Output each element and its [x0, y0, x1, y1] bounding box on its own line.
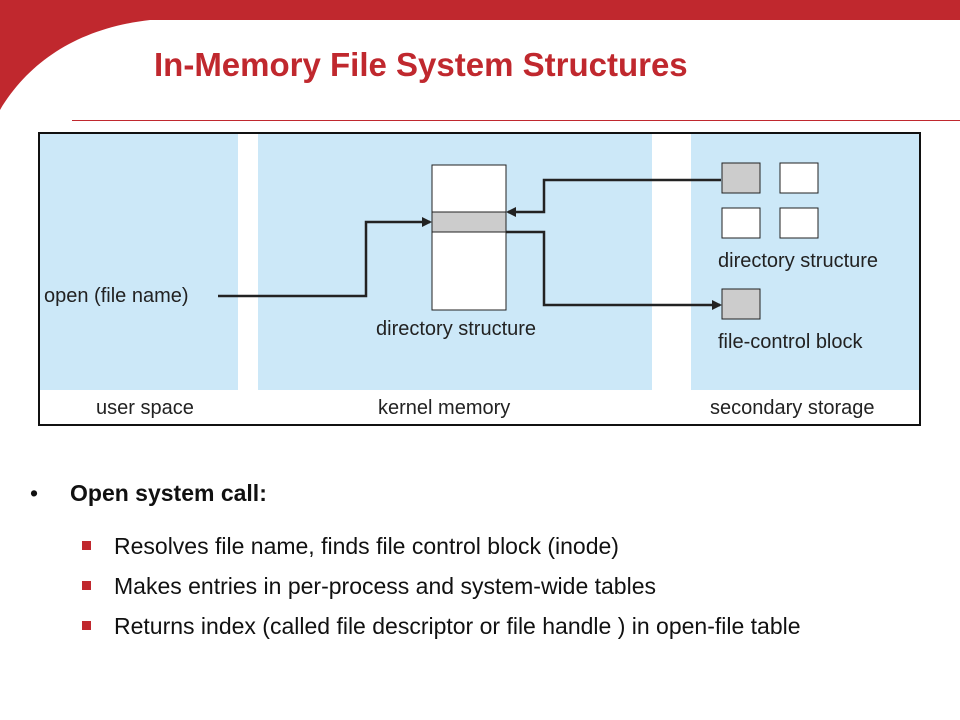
open-call-label: open (file name)	[44, 285, 189, 307]
sub-bullet-text: Makes entries in per-process and system-…	[114, 573, 657, 599]
region-label-user-space: user space	[96, 397, 194, 419]
kernel-directory-structure	[431, 164, 507, 311]
file-system-diagram: open (file name) directory structure dir…	[38, 132, 921, 426]
disk-directory-label: directory structure	[718, 250, 878, 272]
disk-directory-block	[779, 207, 819, 239]
disk-directory-block	[779, 162, 819, 194]
disk-directory-block	[721, 207, 761, 239]
disk-to-memory-arrow	[506, 178, 721, 217]
bullet-dot-icon: •	[30, 480, 39, 506]
region-label-secondary-storage: secondary storage	[710, 397, 875, 419]
sub-bullet-text: Resolves file name, finds file control b…	[114, 533, 619, 559]
open-call-arrow	[218, 217, 432, 298]
kernel-directory-label: directory structure	[376, 318, 536, 340]
disk-directory-block	[721, 162, 761, 194]
file-control-block	[721, 288, 761, 320]
main-bullet-text: Open system call:	[70, 480, 267, 506]
region-label-kernel-memory: kernel memory	[378, 397, 510, 419]
title-divider	[72, 120, 960, 121]
square-bullet-icon	[82, 581, 91, 590]
directory-entry	[431, 211, 507, 233]
user-space-panel	[40, 134, 238, 390]
memory-to-fcb-arrow	[506, 230, 722, 310]
square-bullet-icon	[82, 621, 91, 630]
slide-title: In-Memory File System Structures	[154, 46, 688, 83]
header-swoosh	[0, 0, 960, 110]
square-bullet-icon	[82, 541, 91, 550]
sub-bullet-text: Returns index (called file descriptor or…	[114, 613, 801, 639]
fcb-label: file-control block	[718, 331, 864, 353]
